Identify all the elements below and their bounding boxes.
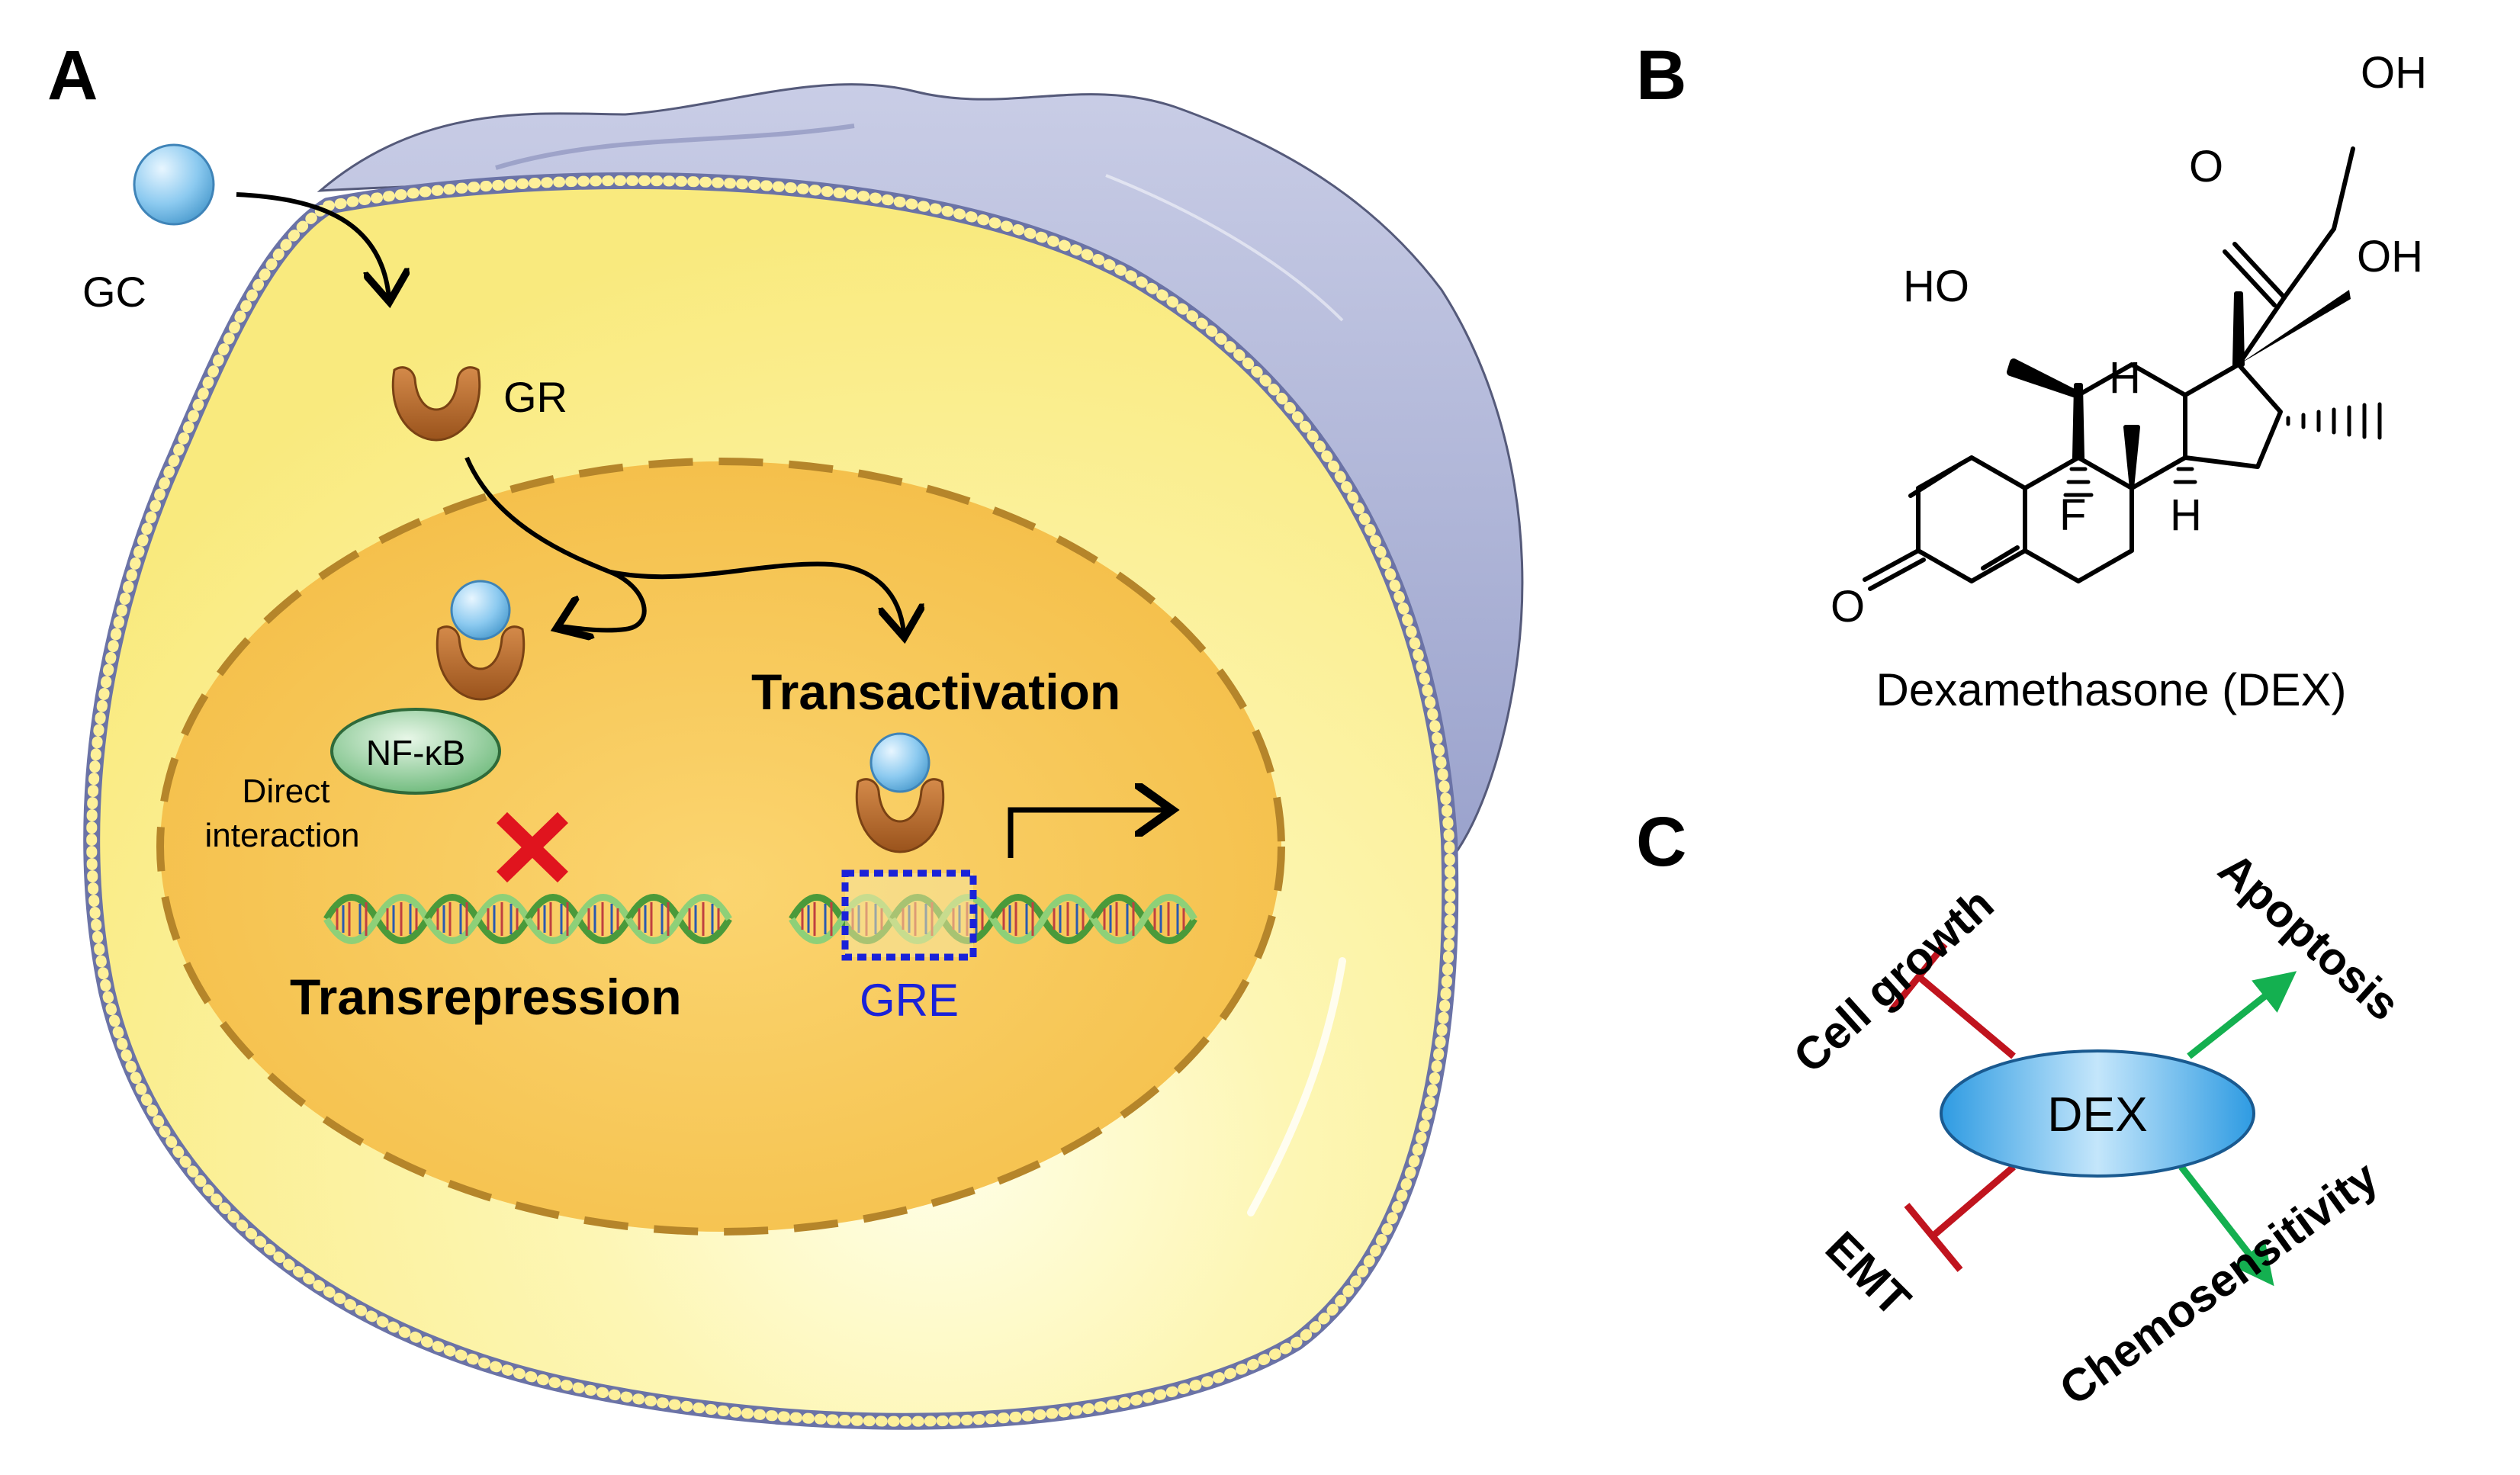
gc-label: GC (82, 268, 146, 316)
panel-b-letter: B (1636, 37, 1686, 114)
f-label: F (2059, 490, 2086, 540)
membrane-lipid-heads (86, 175, 1456, 1427)
panel-b: B (1636, 37, 2427, 715)
chemosensitivity-label: Chemosensitivity (2050, 1151, 2387, 1416)
gc-ligand (133, 143, 215, 226)
direct-interaction-label-line2: interaction (204, 817, 359, 854)
inhibit-cell-growth (1888, 942, 2016, 1059)
emt-label: EMT (1816, 1222, 1921, 1326)
promote-chemosensitivity-arrow (2178, 1165, 2274, 1287)
dex-node-label: DEX (2047, 1087, 2148, 1142)
promote-apoptosis-arrow (2187, 971, 2297, 1059)
ecm-highlight (1105, 174, 1344, 322)
panel-c: C DEX Cell growth Apoptosis EMT Chemosen… (1636, 803, 2409, 1416)
transcription-start-arrow (1008, 810, 1167, 858)
nfkb-label: NF-κB (366, 733, 465, 773)
inhibit-emt (1904, 1164, 2016, 1272)
gc-ligand-bound-right (869, 732, 931, 793)
ecm-highlight (495, 124, 855, 170)
transactivation-label: Transactivation (751, 664, 1120, 720)
panel-a: A GC GR NF-κB Direct interaction (47, 37, 1524, 1430)
ligand-binding-arrow (236, 192, 389, 297)
direct-interaction-label-line1: Direct (243, 773, 330, 810)
cell-growth-label: Cell growth (1784, 878, 2004, 1082)
oh-top-label: OH (2361, 48, 2427, 98)
o-ring-label: O (1831, 582, 1865, 631)
gr-label: GR (503, 373, 567, 421)
dexamethasone-structure (1863, 146, 2382, 591)
nfkb-protein (330, 708, 501, 795)
transrepression-label: Transrepression (290, 969, 682, 1025)
dex-node (1940, 1049, 2255, 1178)
h-bottom-label: H (2170, 490, 2202, 540)
compound-caption: Dexamethasone (DEX) (1876, 664, 2347, 715)
gc-ligand-bound-left (450, 580, 511, 641)
block-x-mark (497, 811, 568, 883)
translocation-arrow-repression (464, 456, 647, 630)
gre-label: GRE (860, 975, 959, 1026)
panel-c-letter: C (1636, 803, 1686, 881)
oh-right-label: OH (2357, 232, 2423, 281)
apoptosis-label: Apoptosis (2209, 843, 2409, 1030)
gre-element-box (841, 869, 977, 961)
ho-left-label: HO (1903, 262, 1969, 311)
panel-a-letter: A (47, 37, 98, 114)
o-ketone-label: O (2189, 142, 2223, 191)
membrane-shine (1247, 957, 1346, 1216)
translocation-arrow-activation (609, 561, 904, 633)
h-top-label: H (2109, 353, 2141, 403)
